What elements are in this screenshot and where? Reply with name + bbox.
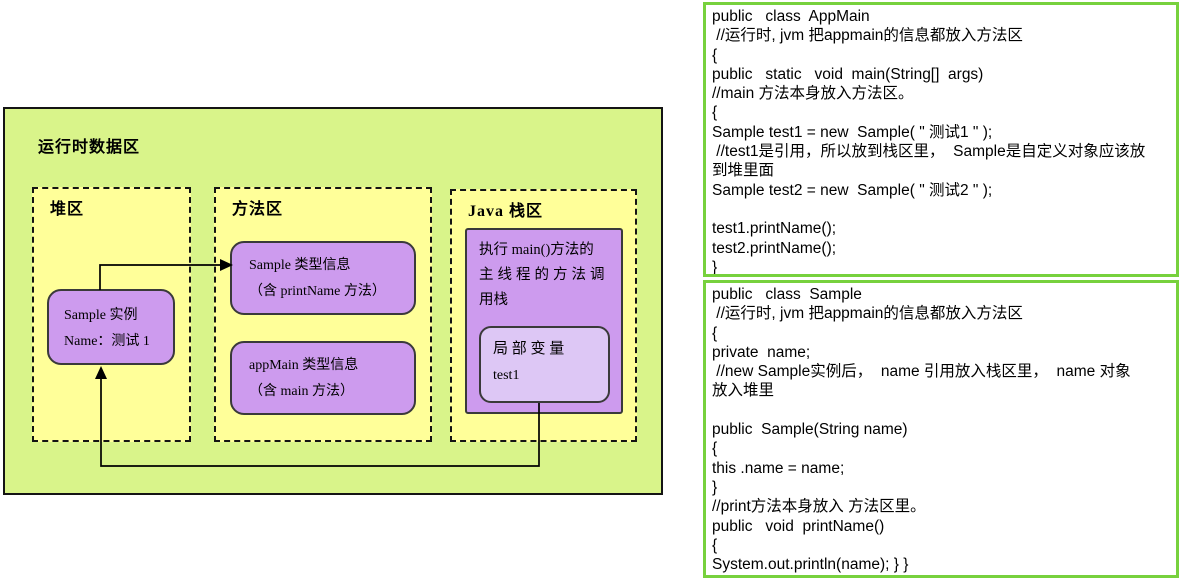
stack-frame-line1: 执行 main()方法的 xyxy=(479,242,594,258)
code-line: test2.printName(); xyxy=(712,239,837,257)
java-stack-region-label: Java 栈区 xyxy=(468,203,544,220)
code-line: //print方法本身放入 方法区里。 xyxy=(712,498,926,516)
code-line xyxy=(712,401,1170,420)
code-line: { xyxy=(712,104,718,122)
sample-type-info-box: Sample 类型信息 （含 printName 方法） xyxy=(230,241,416,315)
diagram-title: 运行时数据区 xyxy=(38,139,141,156)
code-line: public Sample(String name) xyxy=(712,421,908,439)
code-line: test1.printName(); xyxy=(712,220,837,238)
appmain-type-line2: （含 main 方法） xyxy=(249,384,354,399)
code-line: { xyxy=(712,440,718,458)
sample-type-line1: Sample 类型信息 xyxy=(249,258,351,273)
code-line: System.out.println(name); } } xyxy=(712,556,909,574)
code-line: this .name = name; xyxy=(712,459,845,477)
code-line: //main 方法本身放入方法区。 xyxy=(712,85,914,103)
code-line: public class AppMain xyxy=(712,8,870,25)
sample-code-panel: public class Sample //运行时, jvm 把appmain的… xyxy=(703,280,1179,578)
runtime-data-area-diagram: 运行时数据区 堆区 Sample 实例 Name：测试 1 方法区 Sample… xyxy=(3,107,663,495)
code-line: public void printName() xyxy=(712,517,885,535)
method-area-region-label: 方法区 xyxy=(232,201,284,218)
code-line: 放入堆里 xyxy=(712,382,775,400)
local-variable-value: test1 xyxy=(493,368,520,383)
code-line: { xyxy=(712,46,718,64)
sample-instance-line1: Sample 实例 xyxy=(64,308,138,323)
sample-instance-line2: Name：测试 1 xyxy=(64,334,150,349)
code-line xyxy=(712,200,1170,219)
heap-region-label: 堆区 xyxy=(50,201,85,218)
stack-frame-line2: 主线程的方法调 xyxy=(479,267,609,283)
sample-instance-box: Sample 实例 Name：测试 1 xyxy=(47,289,175,365)
local-variable-title: 局 部 变 量 xyxy=(493,341,565,357)
code-line: //运行时, jvm 把appmain的信息都放入方法区 xyxy=(712,305,1023,323)
code-line: //运行时, jvm 把appmain的信息都放入方法区 xyxy=(712,27,1023,45)
appmain-code-panel: public class AppMain //运行时, jvm 把appmain… xyxy=(703,2,1179,277)
code-line: private name; xyxy=(712,343,811,361)
code-line: Sample test2 = new Sample( " 测试2 " ); xyxy=(712,181,993,199)
code-line: public class Sample xyxy=(712,286,862,303)
appmain-type-line1: appMain 类型信息 xyxy=(249,358,359,373)
code-line: Sample test1 = new Sample( " 测试1 " ); xyxy=(712,123,993,141)
code-line: } xyxy=(712,258,718,276)
code-line: public static void main(String[] args) xyxy=(712,65,984,83)
appmain-type-info-box: appMain 类型信息 （含 main 方法） xyxy=(230,341,416,415)
code-line: //test1是引用，所以放到栈区里， Sample是自定义对象应该放 xyxy=(712,143,1146,161)
code-line: { xyxy=(712,536,718,554)
code-line: { xyxy=(712,324,718,342)
code-line: //new Sample实例后， name 引用放入栈区里， name 对象 xyxy=(712,363,1131,381)
sample-type-line2: （含 printName 方法） xyxy=(249,284,386,299)
local-variable-box: 局 部 变 量 test1 xyxy=(479,326,610,403)
stack-frame-line3: 用栈 xyxy=(479,292,508,308)
code-line: } xyxy=(712,478,718,496)
code-line: 到堆里面 xyxy=(712,162,775,180)
